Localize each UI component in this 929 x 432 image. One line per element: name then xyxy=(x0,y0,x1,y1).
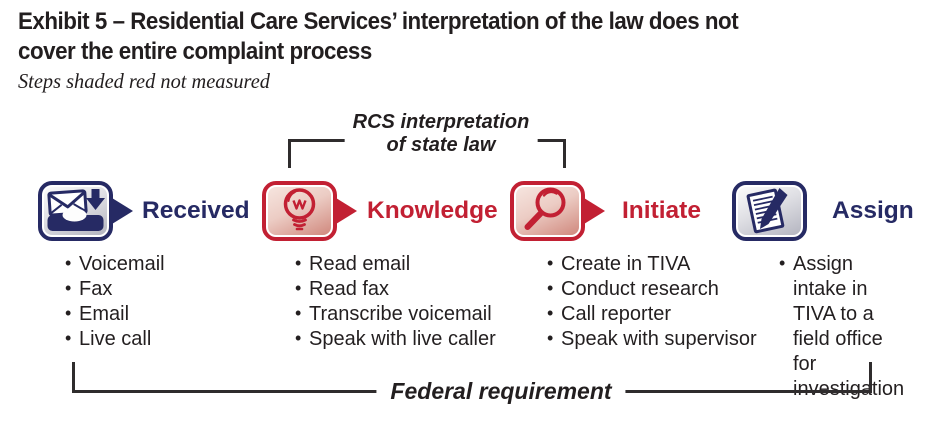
list-item: Call reporter xyxy=(547,301,757,327)
step-label-initiate: Initiate xyxy=(622,197,701,224)
assign-step-box xyxy=(732,181,807,241)
list-item: Assign intake in TIVA to a field office … xyxy=(779,251,911,402)
assign-activities-list: Assign intake in TIVA to a field office … xyxy=(779,251,911,402)
rcs-interpretation-label-line1: RCS interpretation xyxy=(352,111,530,133)
document-pen-icon xyxy=(746,188,788,234)
exhibit-title-line1: Exhibit 5 – Residential Care Services’ i… xyxy=(18,8,739,35)
federal-requirement-bracket: Federal requirement xyxy=(72,362,872,406)
list-item: Read email xyxy=(295,251,496,277)
list-item: Live call xyxy=(65,326,165,352)
knowledge-step-box xyxy=(262,181,337,241)
rcs-interpretation-label-line2: of state law xyxy=(386,134,496,156)
arrow-right-icon xyxy=(336,198,357,224)
rcs-interpretation-label: RCS interpretation of state law xyxy=(344,111,538,157)
received-activities-list: Voicemail Fax Email Live call xyxy=(65,251,165,352)
list-item: Email xyxy=(65,301,165,327)
list-item: Voicemail xyxy=(65,251,165,277)
arrow-right-icon xyxy=(112,198,133,224)
magnifying-glass-icon xyxy=(524,187,566,230)
list-item: Speak with live caller xyxy=(295,326,496,352)
step-label-knowledge: Knowledge xyxy=(367,197,498,224)
list-item: Transcribe voicemail xyxy=(295,301,496,327)
step-label-assign: Assign xyxy=(832,197,914,224)
list-item: Fax xyxy=(65,276,165,302)
exhibit-title-line2: cover the entire complaint process xyxy=(18,38,372,65)
step-label-received: Received xyxy=(142,197,250,224)
list-item: Create in TIVA xyxy=(547,251,757,277)
list-item: Speak with supervisor xyxy=(547,326,757,352)
federal-requirement-label: Federal requirement xyxy=(376,376,626,406)
initiate-activities-list: Create in TIVA Conduct research Call rep… xyxy=(547,251,757,352)
list-item: Read fax xyxy=(295,276,496,302)
exhibit-subtitle: Steps shaded red not measured xyxy=(18,69,270,93)
initiate-step-box xyxy=(510,181,585,241)
arrow-right-icon xyxy=(584,198,605,224)
knowledge-activities-list: Read email Read fax Transcribe voicemail… xyxy=(295,251,496,352)
list-item: Conduct research xyxy=(547,276,757,302)
received-step-box xyxy=(38,181,113,241)
inbox-envelope-icon xyxy=(47,189,105,231)
lightbulb-icon xyxy=(283,188,316,231)
rcs-interpretation-bracket: RCS interpretation of state law xyxy=(288,111,566,168)
